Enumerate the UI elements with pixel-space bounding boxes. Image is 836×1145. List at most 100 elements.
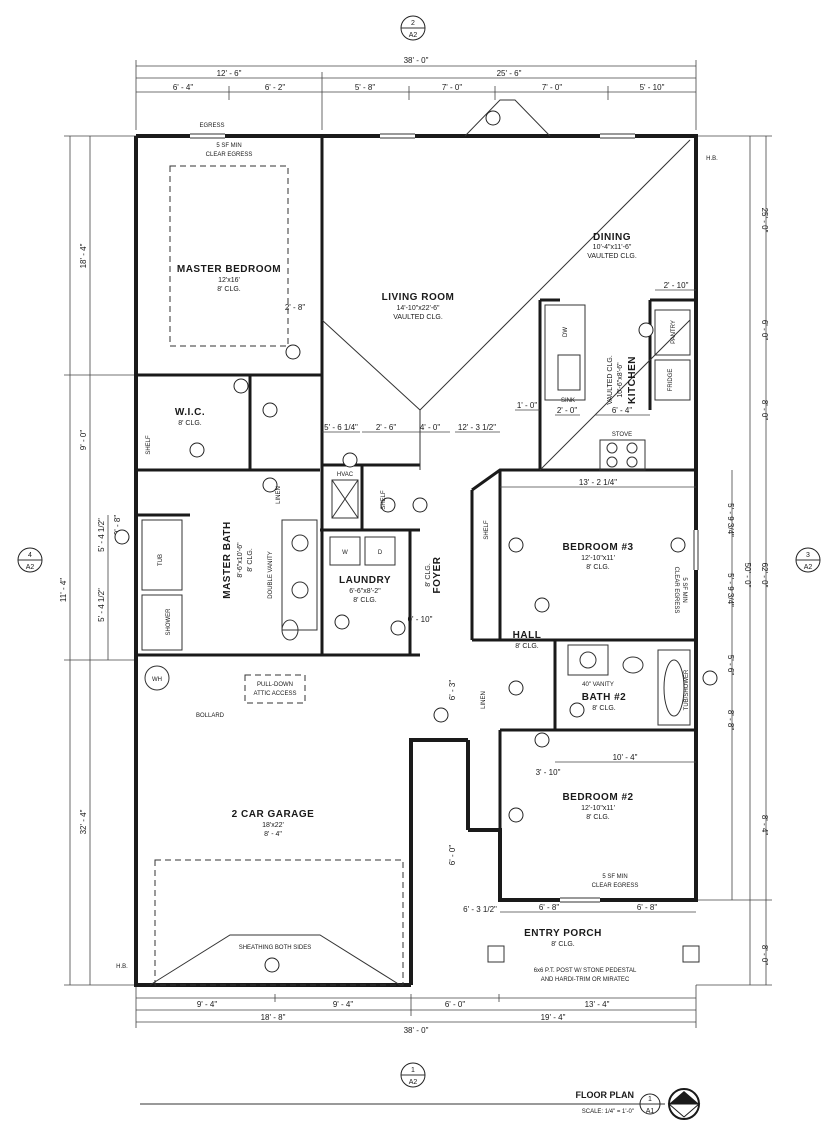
section-marker-top: 2 A2	[400, 15, 426, 41]
dim-right-8: 5' - 9 3/4"	[726, 503, 735, 537]
dim-right-9: 5' - 9 3/4"	[726, 573, 735, 607]
dim-int-5: 13' - 2 1/4"	[579, 478, 617, 487]
hall-name: HALL	[513, 630, 542, 641]
room-bedroom-2: BEDROOM #2 12'-10"x11' 8' CLG. 5 SF MIN …	[562, 792, 638, 889]
dim-right-11: 8' - 8"	[726, 710, 735, 731]
fixtures	[141, 165, 700, 986]
bath2-vanity-label: 40" VANITY	[582, 682, 614, 688]
kitchen-ceiling: VAULTED CLG.	[607, 355, 614, 405]
living-room-name: LIVING ROOM	[382, 292, 455, 303]
foyer-name: FOYER	[432, 556, 443, 593]
master-bath-name: MASTER BATH	[222, 521, 233, 599]
section-marker-right: 3 A2	[795, 547, 821, 573]
interior-walls	[136, 136, 696, 830]
living-room-ceiling: VAULTED CLG.	[393, 314, 443, 321]
dim-top-seg-1: 12' - 6"	[217, 69, 242, 78]
north-arrow-icon	[667, 1088, 701, 1120]
dim-overall-top: 38' - 0"	[404, 56, 429, 65]
room-master-bedroom: MASTER BEDROOM 12'x16' 8' CLG. 5 SF MIN …	[177, 123, 281, 293]
dim-int-12: 10' - 4"	[613, 753, 638, 762]
washer-label: W	[342, 550, 348, 556]
hb-bottom-label: H.B.	[116, 964, 128, 970]
room-wic: W.I.C. 8' CLG. SHELF	[146, 407, 205, 455]
bedroom3-size: 12'-10"x11'	[581, 555, 615, 562]
dim-int-13: 3' - 10"	[536, 768, 561, 777]
kitchen-fridge-label: FRIDGE	[668, 369, 674, 392]
linen-label-1: LINEN	[276, 486, 282, 504]
section-marker-left: 4 A2	[17, 547, 43, 573]
entry-porch-name: ENTRY PORCH	[524, 928, 602, 939]
dim-int-9: 5' - 6 1/4"	[324, 423, 358, 432]
laundry-size: 6'-6"x8'-2"	[349, 588, 381, 595]
dim-int-11: 6' - 8"	[637, 903, 658, 912]
dim-right-6: 8' - 0"	[760, 945, 769, 966]
door-tags	[114, 110, 718, 973]
bedroom2-egress-line1: 5 SF MIN	[602, 874, 627, 880]
master-egress-line1: 5 SF MIN	[216, 143, 241, 149]
hb-top-label: H.B.	[706, 156, 718, 162]
dim-left-3: 32' - 4"	[79, 809, 88, 834]
laundry-ceiling: 8' CLG.	[353, 597, 377, 604]
room-hall: HALL 8' CLG. LINEN	[481, 630, 541, 709]
master-bedroom-name: MASTER BEDROOM	[177, 264, 281, 275]
bath2-name: BATH #2	[582, 692, 626, 703]
hall-ceiling: 8' CLG.	[515, 643, 539, 650]
kitchen-pantry-label: PANTRY	[671, 320, 677, 344]
kitchen-size: 10'-6"x8'-6"	[617, 362, 624, 398]
room-master-bath: MASTER BATH 8'-6"x10'-6" 8' CLG. TUB SHO…	[158, 486, 282, 635]
dim-int-18: 0' - 10"	[408, 615, 433, 624]
kitchen-name: KITCHEN	[627, 356, 638, 404]
right-dimensions: 25' - 0" 6' - 0" 8' - 0" 62' - 0" 8' - 4…	[696, 135, 772, 986]
dim-bottom-detail-3: 6' - 0"	[445, 1000, 466, 1009]
wic-name: W.I.C.	[175, 407, 205, 418]
bedroom2-name: BEDROOM #2	[562, 792, 633, 803]
dim-top-seg-2: 25' - 6"	[497, 69, 522, 78]
shelf-label-2: SHELF	[381, 490, 387, 510]
bedroom3-egress-line1: 5 SF MIN	[681, 577, 687, 602]
laundry-name: LAUNDRY	[339, 575, 391, 586]
dim-right-2: 6' - 0"	[760, 320, 769, 341]
dim-right-5: 8' - 4"	[760, 815, 769, 836]
section-left-sheet: A2	[26, 564, 35, 571]
dim-right-7: 50' - 0"	[743, 563, 752, 588]
dining-name: DINING	[593, 232, 631, 243]
dim-top-detail-6: 5' - 10"	[640, 83, 665, 92]
dim-bottom-seg-1: 18' - 8"	[261, 1013, 286, 1022]
dryer-label: D	[378, 550, 383, 556]
wic-ceiling: 8' CLG.	[178, 420, 202, 427]
dim-int-4: 6' - 4"	[612, 406, 633, 415]
vaulted-ceiling-lines	[321, 139, 691, 471]
master-egress-line2: CLEAR EGRESS	[206, 152, 253, 158]
dim-int-15: 6' - 3"	[448, 680, 457, 701]
dim-left-2: 9' - 0"	[79, 430, 88, 451]
dim-bottom-detail-4: 13' - 4"	[585, 1000, 610, 1009]
bedroom2-egress-line2: CLEAR EGRESS	[592, 883, 639, 889]
egress-top-label: EGRESS	[199, 123, 224, 129]
dim-bottom-seg-2: 19' - 4"	[541, 1013, 566, 1022]
bedroom3-egress-line2: CLEAR EGRESS	[673, 567, 679, 614]
dim-right-10: 5' - 6"	[726, 655, 735, 676]
title-block-scale: SCALE: 1/4" = 1'-0"	[582, 1109, 634, 1115]
foyer-ceiling: 8' CLG.	[425, 563, 432, 587]
dim-bottom-detail-1: 9' - 4"	[197, 1000, 218, 1009]
kitchen-sink-label: SINK	[561, 398, 575, 404]
shelf-label-3: SHELF	[484, 520, 490, 540]
room-dining: DINING 10'-4"x11'-6" VAULTED CLG.	[587, 232, 637, 260]
dim-int-7: 12' - 3 1/2"	[458, 423, 496, 432]
title-block-title: FLOOR PLAN	[576, 1090, 635, 1100]
water-heater-label: WH	[152, 677, 162, 683]
section-top-number: 2	[411, 20, 415, 27]
bollard-label: BOLLARD	[196, 713, 225, 719]
garage-ceiling: 8' - 4"	[264, 831, 282, 838]
garage-name: 2 CAR GARAGE	[232, 809, 315, 820]
dining-size: 10'-4"x11'-6"	[593, 244, 632, 251]
master-bedroom-size: 12'x16'	[218, 277, 240, 284]
post-note-line2: AND HARDI-TRIM OR MIRATEC	[541, 977, 630, 983]
bottom-dimensions: 9' - 4" 9' - 4" 6' - 0" 13' - 4" 18' - 8…	[135, 985, 697, 1035]
master-shower-label: SHOWER	[166, 608, 172, 636]
section-bottom-number: 1	[411, 1067, 415, 1074]
room-kitchen: KITCHEN 10'-6"x8'-6" VAULTED CLG. SINK D…	[561, 320, 677, 438]
bedroom3-name: BEDROOM #3	[562, 542, 633, 553]
title-block-number: 1	[648, 1096, 652, 1103]
